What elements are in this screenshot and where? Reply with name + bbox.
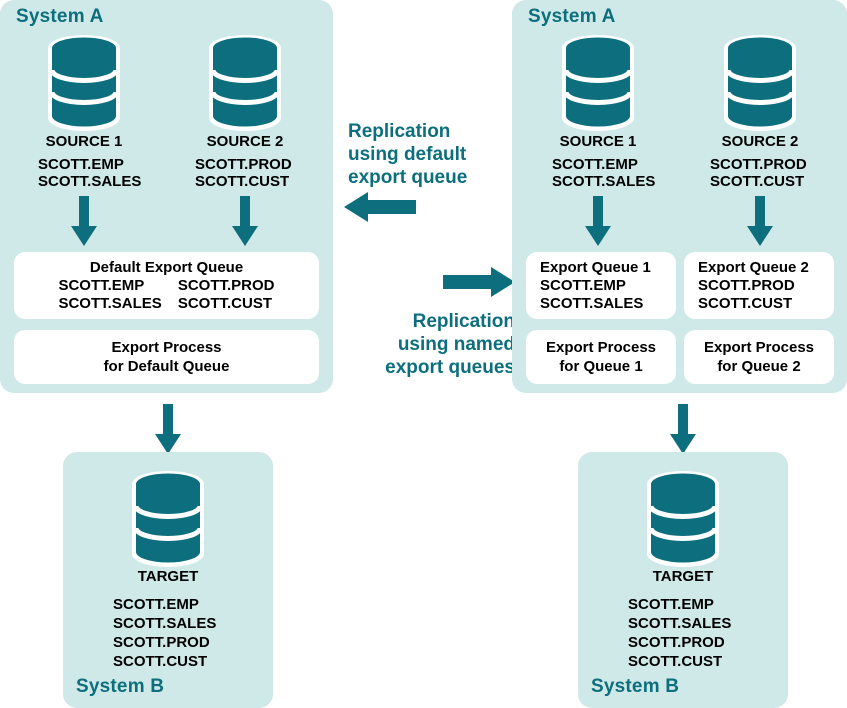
right-export-process-1-box: Export Process for Queue 1 [526,330,676,384]
left-source-1-table-2: SCOTT.SALES [38,173,142,190]
left-target-table-1: SCOTT.EMP [113,596,199,613]
right-export-queue-2-header: Export Queue 2 [698,258,809,276]
replication-named-line-2: using named [397,334,515,355]
right-export-process-1-line-2: for Queue 1 [559,358,643,375]
left-source-2-to-queue-arrow-down-icon [231,196,259,248]
left-default-export-queue-tables: SCOTT.EMP SCOTT.SALES SCOTT.PROD SCOTT.C… [14,277,319,313]
left-process-to-target-arrow-down-icon [154,404,182,456]
replication-default-line-1: Replication [348,121,451,142]
left-target-title: TARGET [137,568,199,585]
left-system-b-label: System B [76,676,165,697]
right-export-queue-1-tables: SCOTT.EMP SCOTT.SALES [526,277,676,313]
right-system-a-label: System A [528,6,616,27]
left-source-1-database-cylinder-icon [44,32,124,132]
replication-named-arrow-right-icon [443,264,515,300]
right-source-2-table-2: SCOTT.CUST [710,173,805,190]
right-source-2-database-cylinder-icon [720,32,800,132]
left-source-2-table-1: SCOTT.PROD [195,156,292,173]
left-system-a-label: System A [16,6,104,27]
right-queue-2-table-2: SCOTT.CUST [698,294,793,312]
left-default-queue-col2-row1: SCOTT.PROD [177,276,275,294]
replication-default-line-3: export queue [348,167,468,188]
right-source-2-to-queue-2-arrow-down-icon [746,196,774,248]
right-source-1-table-2: SCOTT.SALES [552,173,656,190]
left-export-process-box: Export Process for Default Queue [14,330,319,384]
right-source-2-title: SOURCE 2 [721,133,799,150]
replication-default-arrow-left-icon [344,189,416,225]
right-source-2-tables: SCOTT.PROD SCOTT.CUST [710,156,807,190]
right-process-to-target-arrow-down-icon [669,404,697,456]
right-target-title: TARGET [652,568,714,585]
right-source-1-database-cylinder-icon [558,32,638,132]
left-source-1-tables: SCOTT.EMP SCOTT.SALES [38,156,141,190]
left-export-process-line-2: for Default Queue [103,358,230,375]
right-export-process-2-line-2: for Queue 2 [717,358,801,375]
right-export-process-2-box: Export Process for Queue 2 [684,330,834,384]
right-queue-1-table-2: SCOTT.SALES [540,294,644,312]
left-target-table-2: SCOTT.SALES [113,615,217,632]
right-export-queue-1-box: Export Queue 1 SCOTT.EMP SCOTT.SALES [526,252,676,319]
left-default-export-queue-column-2: SCOTT.PROD SCOTT.CUST [178,277,275,313]
right-source-1-table-1: SCOTT.EMP [552,156,638,173]
left-target-table-4: SCOTT.CUST [113,653,208,670]
right-export-process-1-line-1: Export Process [545,339,657,356]
right-target-table-1: SCOTT.EMP [628,596,714,613]
left-source-2-table-2: SCOTT.CUST [195,173,290,190]
right-source-1-to-queue-1-arrow-down-icon [584,196,612,248]
right-export-queue-1-header: Export Queue 1 [540,258,651,276]
left-export-process-line-1: Export Process [111,339,222,356]
left-source-1-title: SOURCE 1 [45,133,123,150]
right-export-process-2-line-1: Export Process [703,339,815,356]
left-target-tables: SCOTT.EMP SCOTT.SALES SCOTT.PROD SCOTT.C… [113,595,216,671]
left-default-export-queue-box: Default Export Queue SCOTT.EMP SCOTT.SAL… [14,252,319,319]
right-system-b-label: System B [591,676,680,697]
right-source-1-title: SOURCE 1 [559,133,637,150]
left-source-2-tables: SCOTT.PROD SCOTT.CUST [195,156,292,190]
left-target-database-cylinder-icon [128,468,208,568]
right-source-2-table-1: SCOTT.PROD [710,156,807,173]
left-target-table-3: SCOTT.PROD [113,634,210,651]
left-default-queue-col2-row2: SCOTT.CUST [177,294,272,312]
left-default-queue-col1-row2: SCOTT.SALES [58,294,162,312]
replication-named-line-3: export queues [385,357,515,378]
left-default-export-queue-header: Default Export Queue [89,258,244,276]
left-source-2-title: SOURCE 2 [206,133,284,150]
left-source-1-table-1: SCOTT.EMP [38,156,124,173]
right-export-queue-2-tables: SCOTT.PROD SCOTT.CUST [684,277,834,313]
replication-named-queues-label: Replication using named export queues [335,310,515,379]
left-default-queue-col1-row1: SCOTT.EMP [58,276,145,294]
right-target-table-3: SCOTT.PROD [628,634,725,651]
right-target-tables: SCOTT.EMP SCOTT.SALES SCOTT.PROD SCOTT.C… [628,595,731,671]
right-queue-2-table-1: SCOTT.PROD [698,276,795,294]
left-source-1-to-queue-arrow-down-icon [70,196,98,248]
left-source-2-database-cylinder-icon [205,32,285,132]
right-target-table-2: SCOTT.SALES [628,615,732,632]
replication-named-line-1: Replication [412,311,515,332]
left-default-export-queue-column-1: SCOTT.EMP SCOTT.SALES [58,277,161,313]
replication-default-line-2: using default [348,144,467,165]
right-target-table-4: SCOTT.CUST [628,653,723,670]
right-export-queue-2-box: Export Queue 2 SCOTT.PROD SCOTT.CUST [684,252,834,319]
right-target-database-cylinder-icon [643,468,723,568]
right-source-1-tables: SCOTT.EMP SCOTT.SALES [552,156,655,190]
replication-default-queue-label: Replication using default export queue [348,120,467,189]
right-queue-1-table-1: SCOTT.EMP [540,276,626,294]
